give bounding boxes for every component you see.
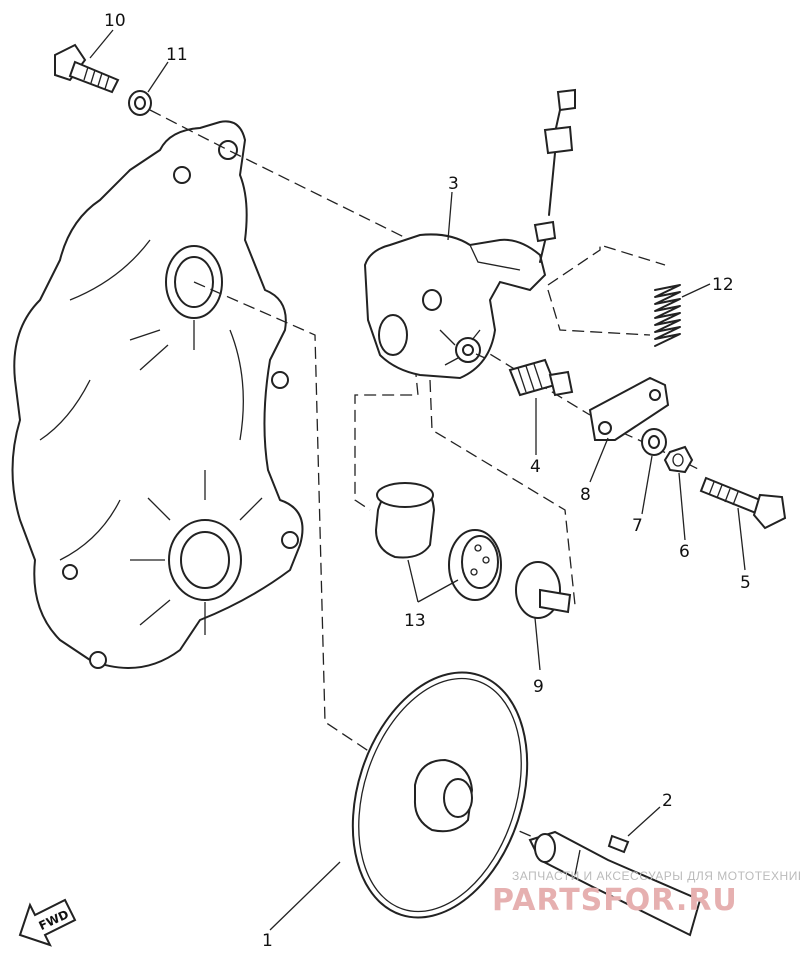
part-13-plate	[448, 529, 502, 601]
watermark: ЗАПЧАСТИ И АКСЕССУАРЫ ДЛЯ МОТОТЕХНИКИ PA…	[492, 869, 800, 918]
part-7-washer	[641, 428, 667, 456]
callout-9: 9	[533, 677, 544, 697]
part-4-adjuster	[508, 358, 574, 397]
case-cover	[11, 120, 304, 669]
callout-11: 11	[166, 45, 188, 65]
drive-shaft	[528, 830, 702, 937]
part-10-bolt	[54, 43, 120, 94]
part-11-washer	[128, 90, 152, 116]
callout-6: 6	[679, 542, 690, 562]
part-2-key	[607, 834, 630, 854]
fwd-arrow-icon: FWD	[18, 898, 77, 947]
callout-labels: 10 11 3 12 4 8 7 6 5 13 9 1 2	[104, 11, 751, 951]
callout-7: 7	[632, 516, 643, 536]
part-6-nut	[663, 445, 694, 474]
part-9-plunger	[515, 561, 572, 619]
part-12-spring	[654, 284, 681, 347]
callout-13: 13	[404, 611, 426, 631]
callout-3: 3	[448, 174, 459, 194]
part-5-bolt	[699, 476, 787, 530]
callout-leaders	[89, 29, 746, 931]
part-8-lever-plate	[588, 376, 670, 441]
watermark-brand: PARTSFOR.RU	[492, 883, 738, 918]
callout-1: 1	[262, 931, 273, 951]
part-1-sheave	[351, 671, 529, 919]
callout-10: 10	[104, 11, 126, 31]
callout-5: 5	[740, 573, 751, 593]
assembly-guide-lines	[149, 109, 701, 841]
throttle-cable	[533, 88, 576, 263]
callout-8: 8	[580, 485, 591, 505]
callout-2: 2	[662, 791, 673, 811]
watermark-tagline: ЗАПЧАСТИ И АКСЕССУАРЫ ДЛЯ МОТОТЕХНИКИ	[512, 869, 800, 883]
part-13-seal-cup	[374, 482, 436, 559]
callout-4: 4	[530, 457, 541, 477]
part-3-bracket	[363, 233, 547, 380]
callout-12: 12	[712, 275, 734, 295]
